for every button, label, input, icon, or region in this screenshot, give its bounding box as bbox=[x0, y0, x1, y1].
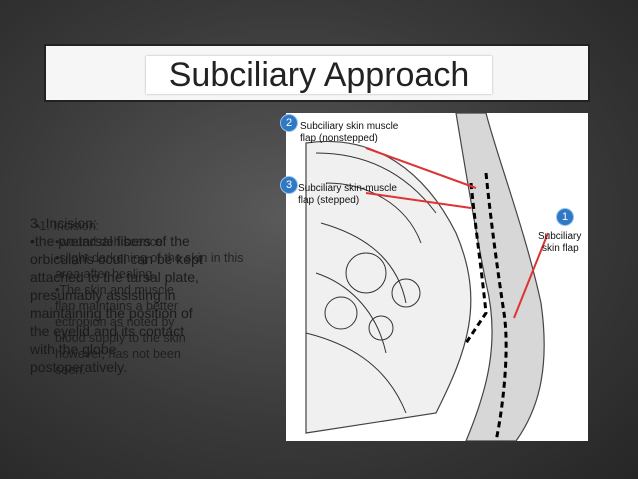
label-top-2: flap (nonstepped) bbox=[300, 133, 378, 144]
label-mid-2: flap (stepped) bbox=[298, 195, 360, 206]
label-right-1: Subciliary bbox=[538, 231, 582, 242]
overlay-text-block: •1. Incision: •wound dehiscence. •slight… bbox=[35, 218, 275, 378]
overlay-line-7: ectropion as noted by bbox=[55, 315, 175, 329]
overlay-line-10: seen. bbox=[55, 363, 86, 377]
left-line-2: •the pretarsal fibers of the bbox=[30, 233, 190, 249]
left-line-4: attached to the tarsal plate, bbox=[30, 269, 199, 285]
anatomy-illustration bbox=[305, 112, 549, 442]
title-box: Subciliary Approach bbox=[146, 56, 492, 94]
badge-1: 1 bbox=[556, 208, 574, 226]
overlay-line-2: •wound dehiscence. bbox=[55, 235, 167, 249]
left-line-5: presumably assisting in bbox=[30, 287, 176, 303]
overlay-line-9: however, has not been bbox=[55, 347, 181, 361]
left-line-3: orbicularis oculi can be kept bbox=[30, 251, 203, 267]
label-right-2: skin flap bbox=[542, 243, 579, 254]
overlay-line-3: •slight darkening of the skin in this bbox=[55, 251, 244, 265]
overlay-line-6: flap maintains a better bbox=[55, 299, 178, 313]
left-line-1: 3. Incision: bbox=[30, 215, 97, 231]
overlay-line-4: area after healing. bbox=[55, 267, 156, 281]
badge-2: 2 bbox=[280, 114, 298, 132]
overlay-line-1: •1. Incision: bbox=[35, 219, 100, 233]
title-frame: Subciliary Approach bbox=[44, 44, 590, 102]
overlay-line-5: •The skin and muscle bbox=[55, 283, 175, 297]
label-mid-1: Subciliary skin-muscle bbox=[298, 183, 397, 194]
anatomy-figure: Subciliary skin muscle flap (nonstepped)… bbox=[286, 112, 588, 442]
left-line-8: with the globe bbox=[30, 341, 117, 357]
badge-3: 3 bbox=[280, 176, 298, 194]
left-text-block: 3. Incision: •the pretarsal fibers of th… bbox=[30, 215, 290, 375]
left-line-6: maintaining the position of bbox=[30, 305, 193, 321]
left-line-7: the eyelid and its contact bbox=[30, 323, 185, 339]
left-line-9: postoperatively. bbox=[30, 359, 128, 375]
overlay-line-8: blood supply to the skin bbox=[55, 331, 186, 345]
slide-title: Subciliary Approach bbox=[168, 56, 470, 94]
label-top-1: Subciliary skin muscle bbox=[300, 121, 399, 132]
